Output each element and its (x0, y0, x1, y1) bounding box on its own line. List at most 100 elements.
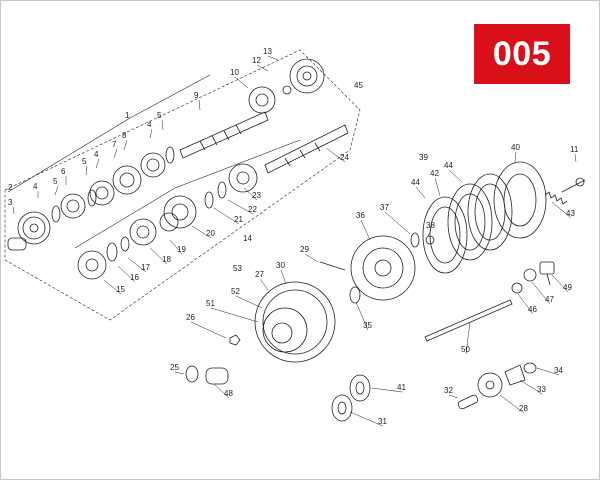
leader-line-47 (531, 281, 551, 305)
pin-32 (457, 394, 479, 410)
leader-line-35 (355, 301, 369, 331)
washer-47 (523, 268, 537, 282)
callout-19: 19 (177, 245, 186, 254)
callout-44: 44 (411, 178, 420, 187)
washer-12 (282, 85, 292, 95)
leader-line-10 (234, 76, 249, 89)
callout-42: 42 (430, 169, 439, 178)
callout-33: 33 (537, 385, 546, 394)
callout-32: 32 (444, 386, 453, 395)
group-outline-1 (4, 49, 361, 321)
leader-line-30 (280, 269, 287, 285)
callout-35: 35 (363, 321, 372, 330)
callout-1: 1 (125, 111, 130, 120)
callout-13: 13 (263, 47, 272, 56)
leader-line-36 (360, 219, 371, 241)
leader-line-17 (127, 257, 147, 273)
callout-14: 14 (243, 234, 252, 243)
callout-28: 28 (519, 404, 528, 413)
callout-4: 4 (33, 182, 38, 191)
washer-5b (87, 189, 97, 207)
washer-17 (120, 236, 130, 252)
gear-10 (248, 86, 276, 114)
callout-4: 4 (147, 120, 152, 129)
leader-line-38 (427, 229, 432, 237)
callout-38: 38 (426, 221, 435, 230)
bushing-48 (205, 367, 229, 385)
nut-26 (229, 334, 241, 346)
leader-line-18 (149, 247, 168, 265)
leader-line-13 (267, 55, 279, 61)
leader-line-7 (113, 148, 118, 159)
gear-4c (140, 152, 166, 178)
callout-34: 34 (554, 366, 563, 375)
callout-16: 16 (130, 273, 139, 282)
callout-47: 47 (545, 295, 554, 304)
leader-line-29 (304, 253, 319, 263)
leader-line-28 (499, 394, 525, 414)
leader-line-5 (85, 165, 88, 176)
leader-line-20 (191, 225, 212, 239)
gear-13 (289, 58, 325, 94)
leader-line-25 (174, 371, 185, 375)
callout-49: 49 (563, 283, 572, 292)
leader-line-31 (349, 411, 384, 427)
group-bracket-2 (7, 74, 211, 193)
callout-44: 44 (444, 161, 453, 170)
washer-37 (410, 232, 420, 248)
page-number-badge: 005 (474, 24, 570, 84)
leader-line-3 (12, 206, 15, 215)
callout-53: 53 (233, 264, 242, 273)
washer-25 (185, 365, 199, 383)
washer-31 (331, 394, 353, 422)
callout-48: 48 (224, 389, 233, 398)
pressure-plate-40 (493, 161, 547, 239)
secondary-shaft-24 (264, 124, 349, 174)
main-shaft-9 (179, 111, 269, 159)
leader-line-5 (54, 185, 59, 196)
plug-49 (539, 261, 555, 286)
callout-labels: 1234445556789101112131415161718192021222… (8, 47, 579, 426)
washer-46 (511, 282, 523, 294)
gear-7 (89, 180, 115, 206)
leader-line-34 (536, 367, 560, 376)
clutch-disc-44a (422, 196, 468, 274)
callout-5: 5 (82, 157, 87, 166)
leader-line-24 (325, 147, 346, 163)
clutch-hub-36 (350, 235, 416, 301)
pushrod-50 (424, 299, 513, 342)
callout-24: 24 (340, 153, 349, 162)
group-bracket-14 (74, 139, 301, 249)
washer-35 (349, 286, 361, 304)
callout-45: 45 (354, 81, 363, 90)
leader-line-8 (123, 139, 128, 151)
leader-line-50 (465, 321, 471, 355)
callout-37: 37 (380, 203, 389, 212)
callout-46: 46 (528, 305, 537, 314)
gear-15 (77, 250, 107, 280)
leader-line-5 (161, 119, 164, 131)
callout-2: 2 (8, 183, 13, 192)
leader-line-32 (448, 394, 459, 399)
leader-line-16 (117, 265, 136, 283)
callout-22: 22 (248, 205, 257, 214)
leader-line-4 (149, 128, 153, 139)
callout-17: 17 (141, 263, 150, 272)
gear-19 (159, 212, 179, 232)
leader-line-4 (95, 158, 100, 169)
washer-5a (51, 205, 61, 223)
spring-43 (544, 191, 568, 205)
bushing-3 (7, 237, 27, 251)
gear-8 (112, 165, 142, 195)
leader-line-46 (517, 293, 534, 315)
callout-5: 5 (157, 111, 162, 120)
gear-20 (163, 195, 197, 229)
leader-line-15 (103, 279, 122, 295)
callout-51: 51 (206, 299, 215, 308)
leader-line-33 (519, 379, 543, 395)
leader-line-51 (210, 307, 259, 323)
callout-9: 9 (194, 91, 199, 100)
gear-6 (60, 193, 86, 219)
callout-40: 40 (511, 143, 520, 152)
